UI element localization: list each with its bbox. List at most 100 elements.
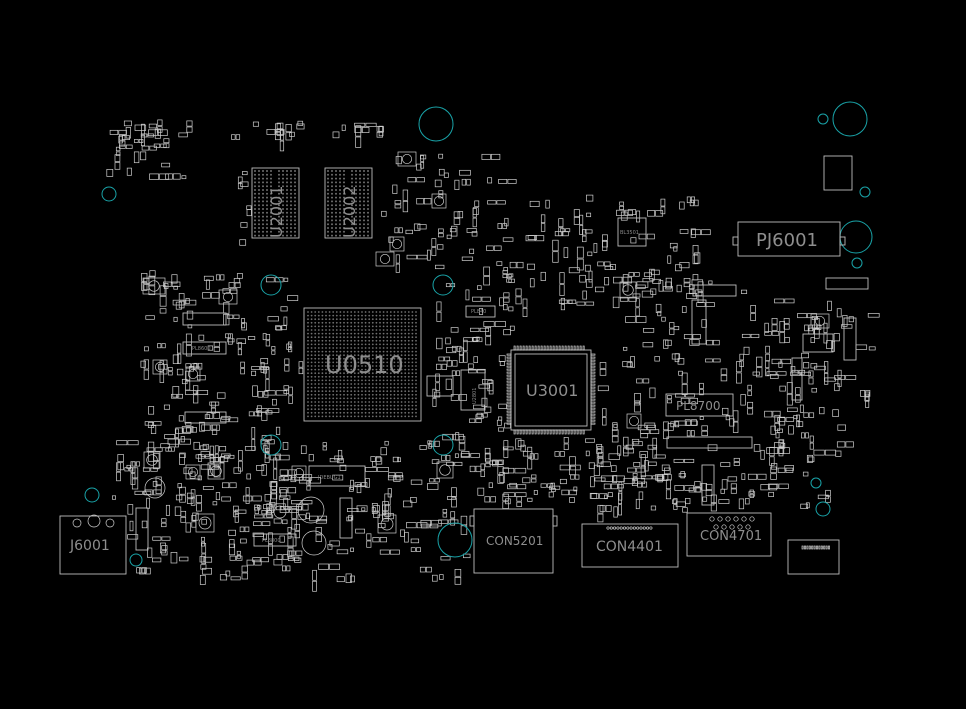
bga-ball [346,329,349,331]
passive-pad [176,368,184,376]
memory-ball [270,204,272,207]
pl8600-inductor[interactable]: PL8600 [182,341,227,355]
j6001-connector[interactable]: J6001 [59,514,127,575]
passive-pad [279,535,285,543]
passive-pad [450,394,459,401]
passive-pad [216,392,226,399]
bl3501-chip[interactable]: BL3501 [617,217,647,247]
memory-ball [335,223,337,226]
u2001-chip[interactable]: U2001 [251,167,300,239]
bga-ball [321,343,324,346]
pl8800-inductor[interactable]: PL8800 [253,533,297,547]
passive-pad [680,471,685,479]
qfn-pin [558,429,561,435]
bga-ball [411,368,414,371]
bga-ball [357,404,360,407]
memory-ball [290,223,292,226]
bga-ball [364,411,367,414]
bga-ball [382,343,385,346]
bga-ball [307,332,309,335]
bga-ball [411,332,414,335]
bga-ball [335,325,338,328]
bga-ball [404,357,407,360]
con4401-connector[interactable]: CON4401 [581,523,679,568]
passive-pad [191,363,197,369]
passive-pad [636,467,646,473]
u3001-chip[interactable]: U3001 [506,345,596,435]
bga-ball [328,379,331,382]
passive-pad [535,235,545,242]
passive-pad [636,378,643,384]
bga-ball [332,386,335,389]
bga-ball [382,397,385,400]
passive-pad [239,526,245,533]
bga-ball [357,375,360,378]
passive-pad [582,235,587,243]
bga-ball [328,411,331,414]
bga-ball [317,332,320,335]
passive-pad [745,498,750,505]
u2002-chip[interactable]: U2002 [324,167,373,239]
passive-pad [652,437,657,449]
passive-pad [469,465,476,473]
memory-ball [339,173,341,176]
passive-pad [202,567,212,575]
bga-ball [393,411,396,414]
memory-ball [351,173,353,176]
bga-ball [346,411,349,414]
passive-pad [136,567,142,574]
bga-ball [400,336,403,339]
passive-pad [185,380,191,391]
bga-ball [389,336,392,339]
qfn-pin [570,345,573,351]
pj6001-connector[interactable]: PJ6001 [732,221,846,257]
bga-ball [332,332,335,335]
passive-pad [473,404,485,410]
passive-pad [251,370,257,376]
passive-pad [740,394,746,406]
ic-footprint [143,451,161,469]
bga-ball [393,325,396,328]
bga-ball [364,354,367,357]
passive-pad [515,492,527,497]
passive-pad [247,336,256,340]
bga-ball [321,401,324,403]
memory-ball [331,173,333,176]
bga-ball [361,321,363,324]
u0510-chip[interactable]: U0510 [303,307,422,422]
passive-pad [747,401,754,409]
memory-ball [343,208,345,210]
pl8700-inductor[interactable]: PL8700 [665,393,734,417]
bga-ball [379,390,381,393]
passive-pad [271,480,278,490]
bga-ball [389,350,392,353]
passive-pad [747,384,752,391]
passive-pad [260,362,265,368]
bga-ball [407,386,410,389]
bga-ball [339,379,342,382]
jdebug1-header[interactable]: JDEBUG1 [308,465,366,487]
bga-ball [375,311,378,313]
memory-ball [254,234,256,237]
passive-pad [106,169,114,177]
u2801-chip[interactable]: U2801 [460,369,486,411]
passive-pad [498,355,506,362]
memory-ball [282,208,284,210]
passive-pad [454,577,462,585]
con5201-connector[interactable]: CON5201 [469,508,558,574]
passive-pad [451,225,458,237]
memory-ball [331,200,333,203]
passive-pad [809,435,814,443]
memory-ball [355,181,357,184]
passive-pad [152,557,162,563]
bga-ball [375,368,378,371]
connector-pin [749,516,755,522]
pl840-inductor[interactable]: PL840 [465,305,496,318]
memory-ball [335,230,337,233]
bga-ball [343,321,345,324]
memory-ball [355,219,357,222]
memory-ball [335,177,337,180]
con4701-connector[interactable]: CON4701 [686,512,772,557]
usb-connector[interactable] [787,539,840,575]
passive-pad [312,580,317,592]
